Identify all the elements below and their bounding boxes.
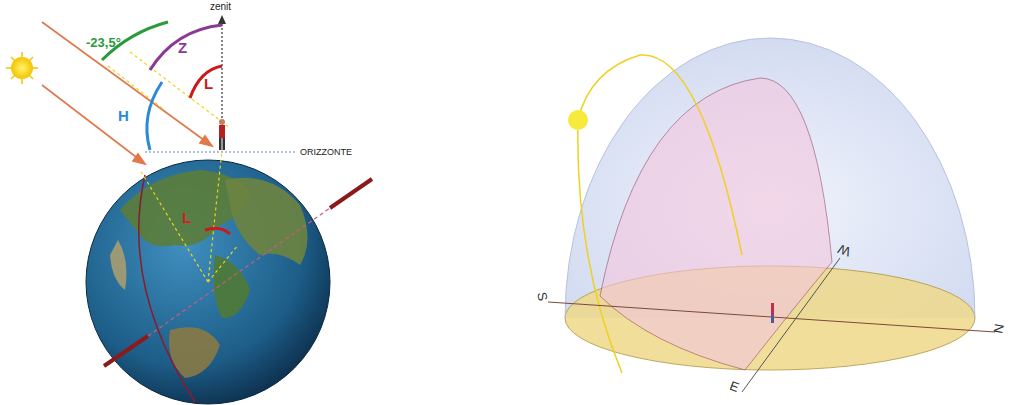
sun-rays	[42, 22, 212, 164]
zenith-label: zenit	[210, 2, 231, 12]
altitude-arc	[147, 82, 162, 150]
horizon-label: ORIZZONTE	[300, 148, 352, 157]
angle-label: H	[118, 108, 129, 123]
angle-label: L	[182, 210, 191, 225]
globe	[86, 160, 330, 404]
latitude-lines	[140, 150, 238, 282]
angle-label: -23,5°	[86, 36, 121, 49]
latitude-arc	[205, 228, 230, 234]
celestial-dome	[548, 38, 995, 392]
zenith-angle-arc	[150, 25, 222, 70]
observer	[219, 119, 225, 150]
angle-label: Z	[178, 40, 187, 55]
latitude-arc	[190, 66, 222, 98]
angle-label: L	[204, 76, 213, 91]
cardinal-label: N	[991, 323, 1005, 335]
sun	[6, 52, 38, 84]
construction-lines	[108, 52, 230, 128]
cardinal-label: E	[728, 379, 741, 394]
cardinal-label: S	[535, 291, 549, 302]
horizon-line	[145, 152, 295, 153]
earth-axis	[104, 179, 372, 366]
